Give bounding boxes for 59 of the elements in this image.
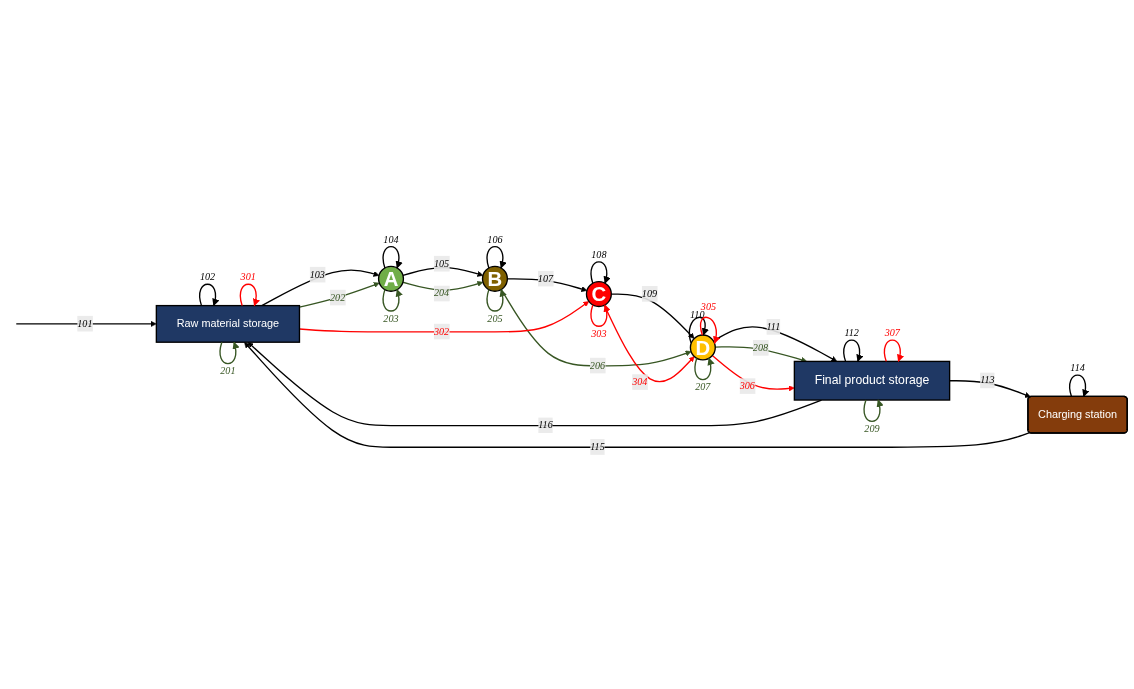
self-loop-arrow <box>486 288 507 312</box>
edge-label: 206 <box>589 359 606 371</box>
edge-label: 101 <box>77 317 93 329</box>
arrow <box>402 266 484 277</box>
self-loop-arrow <box>694 357 715 381</box>
self-loop-arrow <box>382 288 403 312</box>
self-loop-arrow <box>590 304 611 327</box>
edge-label: 304 <box>632 376 648 388</box>
self-loop-arrow <box>590 261 611 284</box>
arrow <box>261 269 380 307</box>
edge-label: 103 <box>309 268 325 280</box>
arrow <box>711 354 795 392</box>
node-circle: A <box>377 265 405 292</box>
edge-label: 302 <box>433 325 450 337</box>
edge-label: 301 <box>240 271 256 283</box>
self-loop-arrow <box>699 316 720 344</box>
self-loop-arrow <box>199 283 219 307</box>
node-circle: B <box>481 265 509 292</box>
node-box: Raw material storage <box>155 304 301 343</box>
edge-label: 107 <box>537 272 554 284</box>
node-circle: D <box>689 334 716 361</box>
edge-label: 303 <box>591 328 607 340</box>
edge-label: 209 <box>864 423 880 435</box>
edge-label: 111 <box>766 321 781 332</box>
edge-label: 203 <box>383 312 399 324</box>
self-loop-arrow <box>239 283 260 307</box>
self-loop-arrow <box>1069 374 1089 398</box>
edge-label: 104 <box>383 233 399 245</box>
edge-label: 109 <box>641 287 658 299</box>
self-loop-arrow <box>843 339 863 363</box>
edge-label: 207 <box>695 381 711 393</box>
edge-label: 201 <box>220 365 236 377</box>
edge-label: 114 <box>1070 362 1085 373</box>
node-box: Final product storage <box>793 360 951 401</box>
self-loop-arrow <box>219 341 240 365</box>
edge-label: 112 <box>844 327 859 338</box>
edge-label: 115 <box>590 441 605 452</box>
edge-label: 102 <box>199 271 216 283</box>
arrow <box>298 282 380 308</box>
edge-label: 202 <box>329 291 346 303</box>
self-loop-arrow <box>382 246 403 269</box>
arrow <box>244 341 1031 448</box>
edge-label: 106 <box>487 233 503 245</box>
edge-label: 105 <box>433 257 450 269</box>
self-loop-arrow <box>863 399 884 423</box>
edge-label: 113 <box>980 374 995 386</box>
edge-label: 116 <box>538 419 553 431</box>
edge-label: 306 <box>739 380 755 392</box>
edge-label: 307 <box>884 327 900 338</box>
self-loop-arrow <box>883 339 904 363</box>
self-loop-arrow <box>486 246 507 269</box>
edge-label: 204 <box>433 287 450 299</box>
edge-label: 208 <box>752 341 769 353</box>
self-loop-arrow <box>688 316 709 344</box>
arrow <box>500 288 692 367</box>
edge-label: 205 <box>487 312 503 324</box>
arrow <box>15 320 157 327</box>
edge-label: 108 <box>591 248 607 260</box>
node-circle: C <box>585 281 612 308</box>
